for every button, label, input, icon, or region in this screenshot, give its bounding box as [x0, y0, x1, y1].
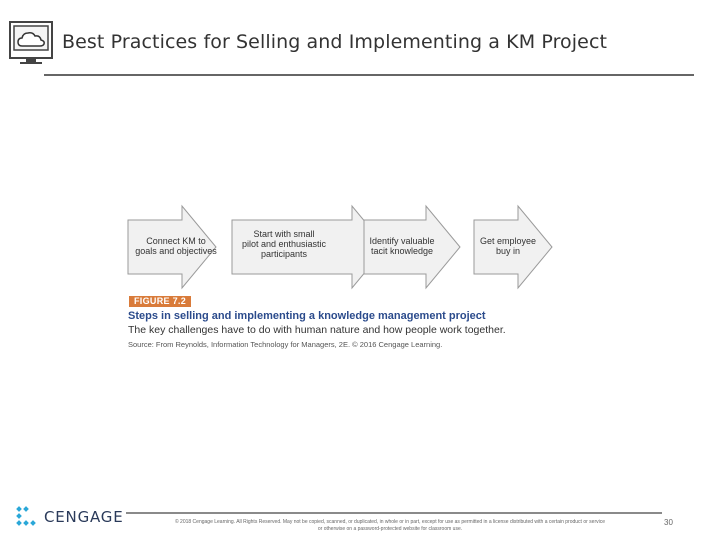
copyright-notice: © 2018 Cengage Learning. All Rights Rese… — [130, 519, 650, 533]
arrow-step-3 — [363, 204, 461, 290]
step-2-line-3: participants — [260, 249, 308, 259]
step-label-3: Identify valuable tacit knowledge — [360, 236, 444, 256]
page-number: 30 — [664, 518, 673, 527]
figure-caption-title: Steps in selling and implementing a know… — [128, 310, 486, 322]
step-label-2: Start with small pilot and enthusiastic … — [238, 229, 330, 259]
figure-tag: FIGURE 7.2 — [129, 296, 192, 307]
figure-source: Source: From Reynolds, Information Techn… — [128, 340, 443, 349]
figure-7-2: Connect KM to goals and objectives Start… — [126, 200, 556, 360]
logo-text: CENGAGE — [44, 508, 124, 526]
step-1-line-1: Connect KM to — [146, 236, 206, 246]
step-label-1: Connect KM to goals and objectives — [128, 236, 224, 256]
step-3-line-1: Identify valuable — [369, 236, 435, 246]
step-label-4: Get employee buy in — [470, 236, 546, 256]
step-2-line-1: Start with small — [253, 229, 315, 239]
copyright-line-1: © 2018 Cengage Learning. All Rights Rese… — [174, 519, 606, 525]
step-4-line-1: Get employee — [479, 236, 537, 246]
figure-caption-subtitle: The key challenges have to do with human… — [128, 324, 506, 336]
process-arrows — [127, 204, 553, 290]
step-3-line-2: tacit knowledge — [370, 246, 434, 256]
page-title: Best Practices for Selling and Implement… — [62, 31, 608, 53]
copyright-line-2: or otherwise on a password-protected web… — [317, 526, 463, 532]
step-2-line-2: pilot and enthusiastic — [241, 239, 327, 249]
arrow-step-4 — [473, 204, 553, 290]
footer-divider — [126, 512, 662, 514]
step-4-line-2: buy in — [495, 246, 521, 256]
arrow-step-1 — [127, 204, 217, 290]
cloud-computer-icon — [9, 21, 53, 64]
step-1-line-2: goals and objectives — [135, 246, 217, 256]
cengage-mark-icon — [16, 506, 36, 526]
title-divider — [44, 74, 694, 76]
